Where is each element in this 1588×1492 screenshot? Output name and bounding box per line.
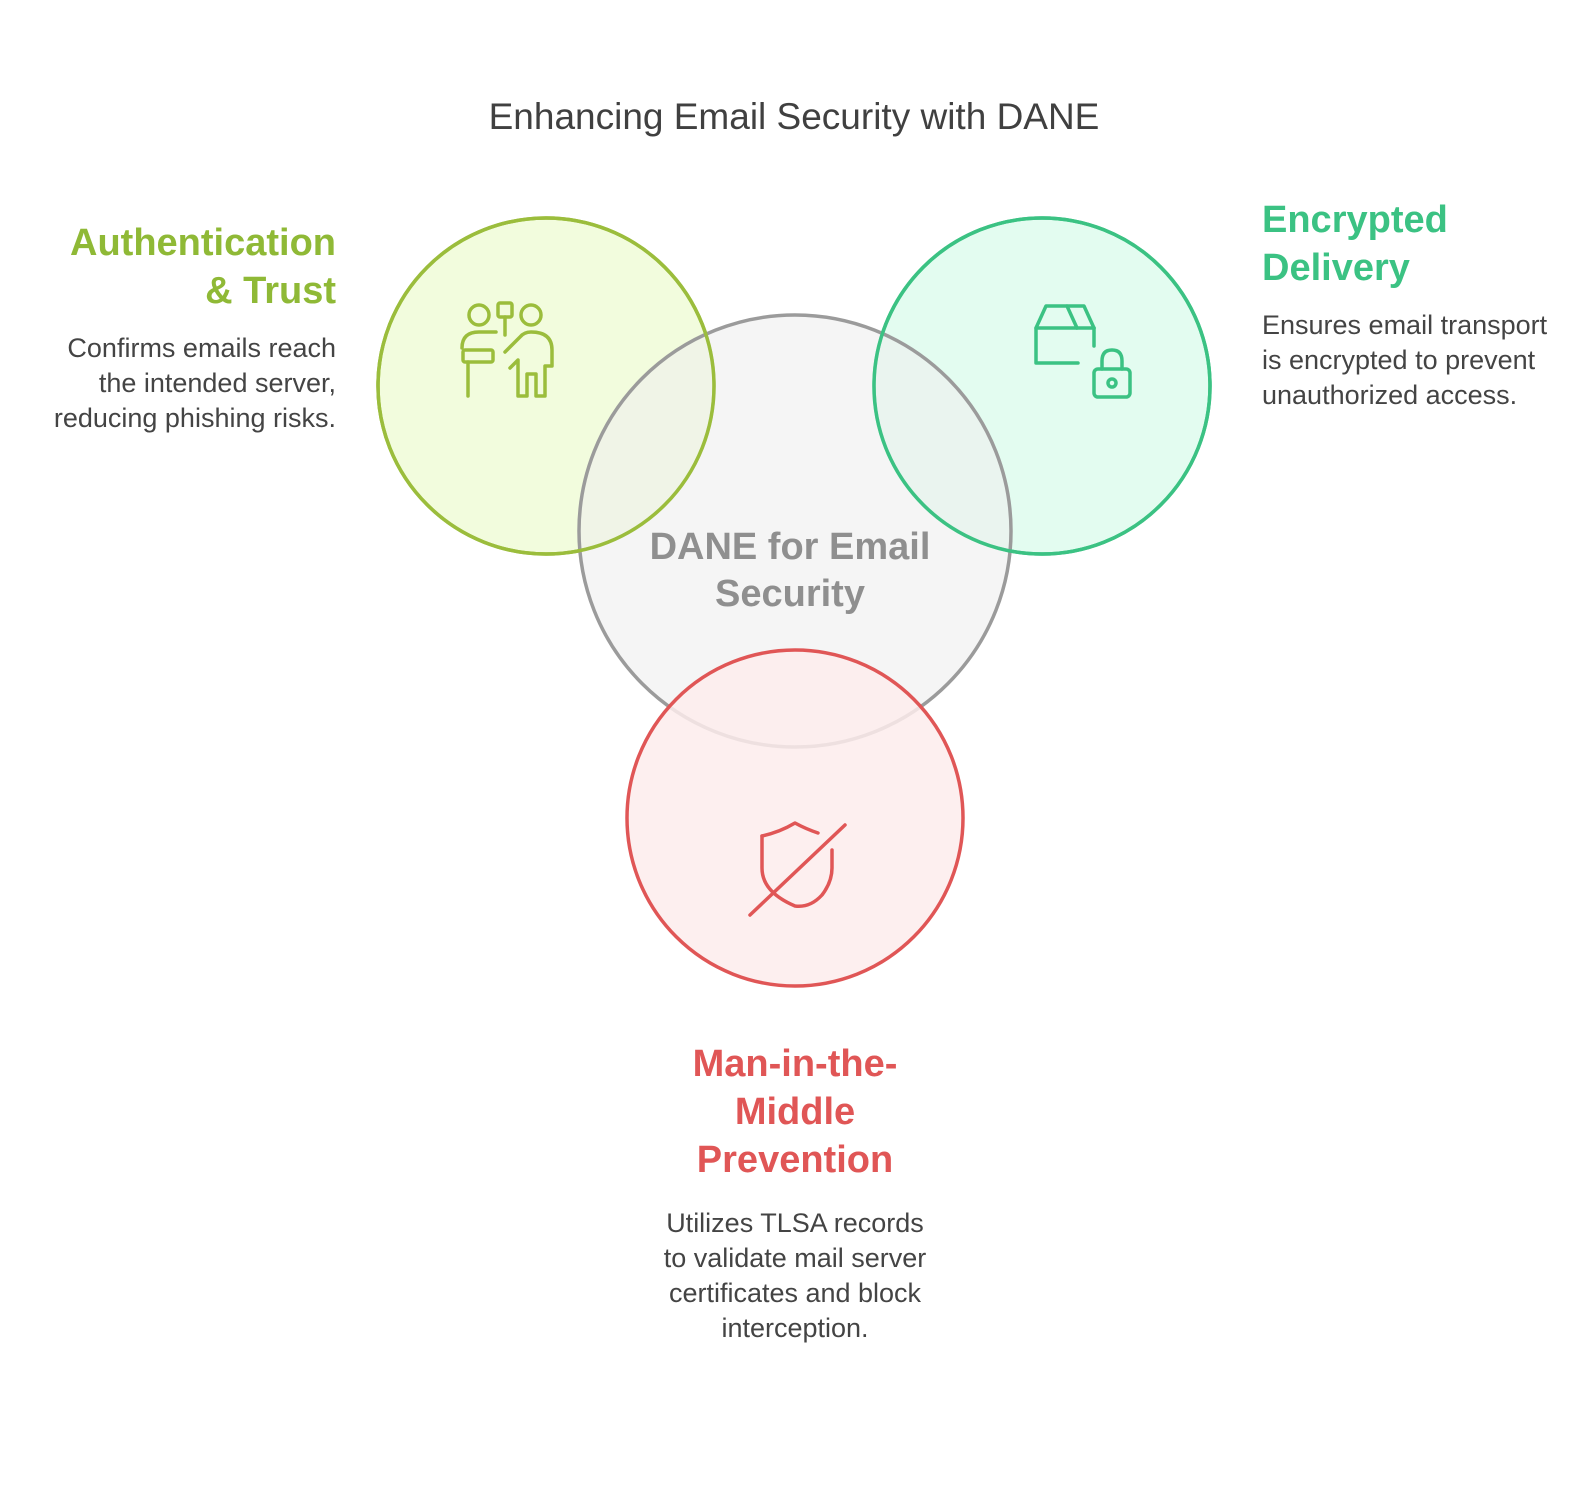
authentication-circle-outline: [376, 216, 716, 556]
mitm-circle: [625, 648, 965, 988]
people-presentation-icon: [460, 301, 554, 398]
authentication-heading: Authentication & Trust: [70, 222, 336, 312]
page-title: Enhancing Email Security with DANE: [488, 96, 1100, 137]
mitm-block: Man-in-the-Middle Prevention Utilizes TL…: [655, 1040, 935, 1346]
encrypted-delivery-circle-outline: [872, 216, 1212, 556]
encrypted-delivery-description: Ensures email transport is encrypted to …: [1262, 310, 1548, 410]
authentication-description: Confirms emails reach the intended serve…: [53, 333, 336, 433]
mitm-heading: Man-in-the-Middle Prevention: [692, 1043, 898, 1181]
box-lock-icon: [1034, 304, 1132, 399]
encrypted-delivery-block: Encrypted Delivery Ensures email transpo…: [1262, 196, 1562, 413]
center-label: DANE for Email Security: [649, 526, 931, 615]
shield-off-icon: [748, 821, 847, 917]
mitm-description: Utilizes TLSA records to validate mail s…: [663, 1208, 927, 1343]
encrypted-delivery-heading: Encrypted Delivery: [1262, 199, 1448, 289]
authentication-block: Authentication & Trust Confirms emails r…: [40, 219, 336, 436]
